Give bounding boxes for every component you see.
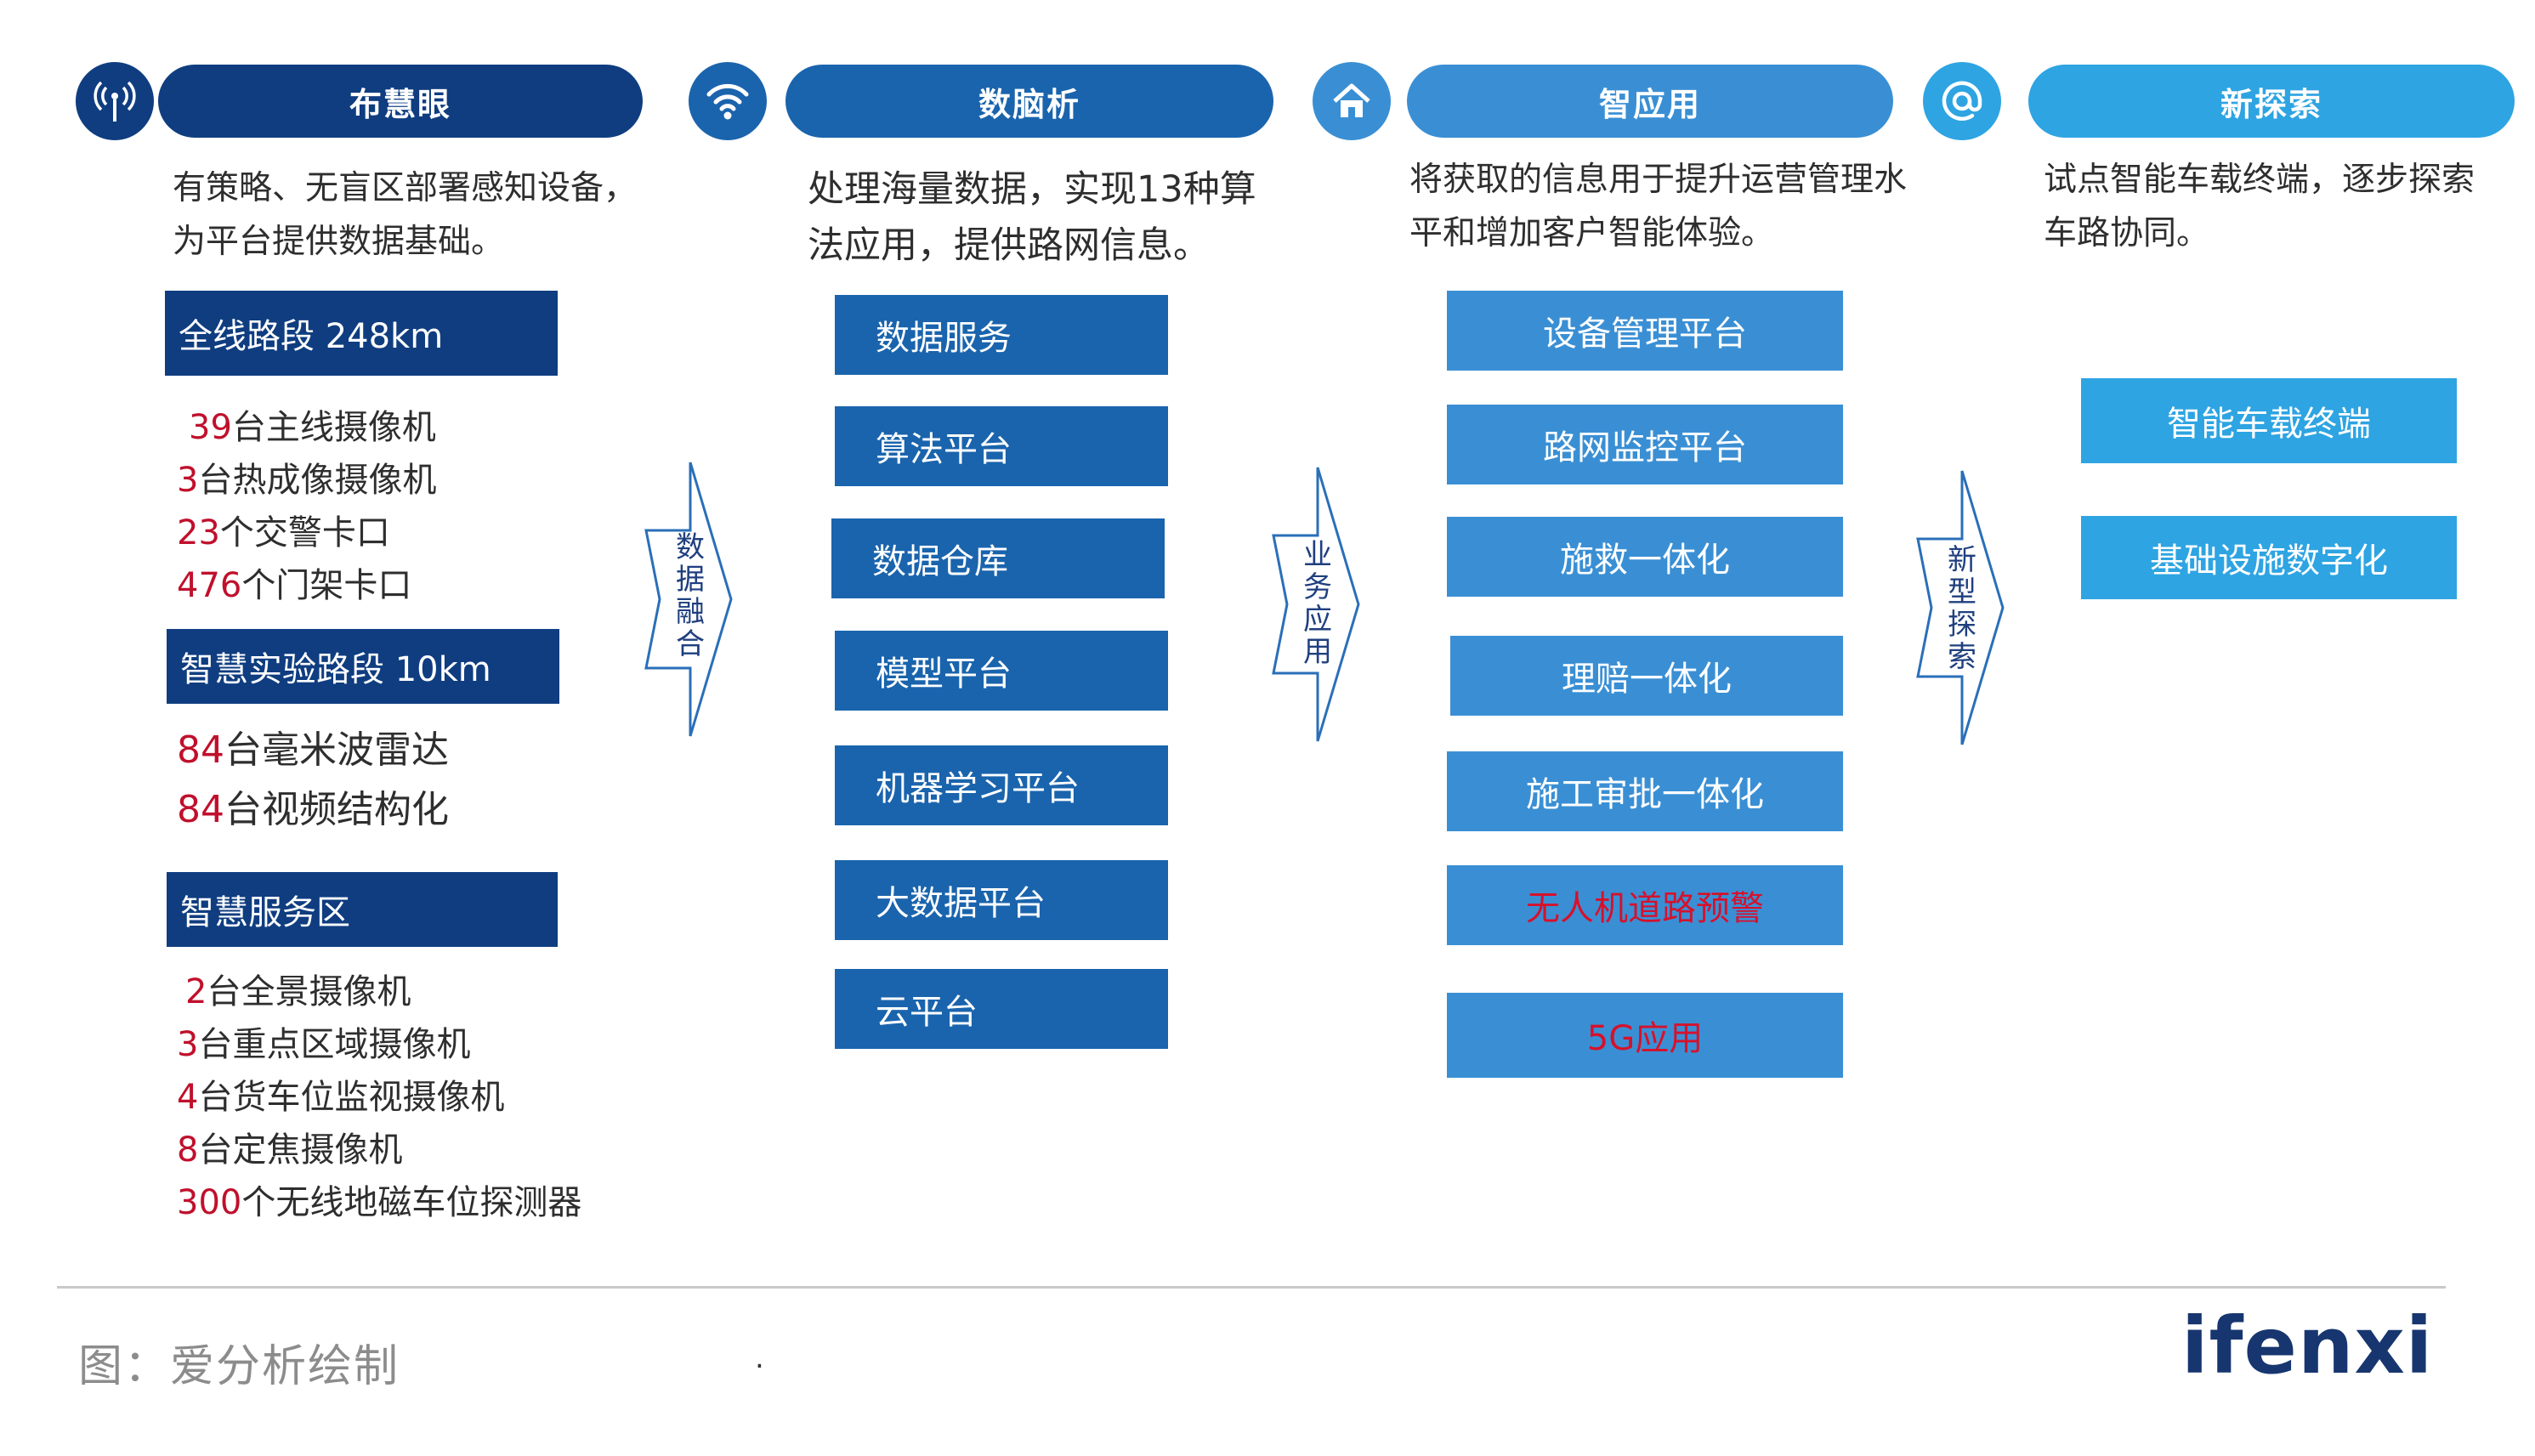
exploration-box: 智能车载终端 [2081,378,2457,463]
application-box: 施救一体化 [1447,517,1843,597]
column-description-2: 处理海量数据，实现13种算 法应用，提供路网信息。 [808,161,1256,274]
description-line: 法应用，提供路网信息。 [808,224,1210,267]
arrow-label-new-exploration: 新型探索 [1945,544,1979,673]
list-item: 84台视频结构化 [177,779,449,833]
application-box-highlight: 5G应用 [1447,993,1843,1078]
list-item: 2台全景摄像机 [185,964,411,1013]
description-line: 车路协同。 [2044,214,2210,252]
footer-divider [57,1286,2446,1289]
item-count: 8 [177,1130,199,1170]
item-count: 300 [177,1183,242,1222]
item-count: 84 [177,788,224,831]
list-item: 3台重点区域摄像机 [177,1017,470,1066]
item-label: 台定焦摄像机 [198,1130,403,1170]
item-count: 84 [177,728,224,772]
source-note: 图：爱分析绘制 [78,1341,400,1392]
item-count: 4 [177,1078,199,1117]
section-header-service-area: 智慧服务区 [167,872,558,947]
platform-box: 模型平台 [835,631,1168,711]
platform-box: 数据服务 [835,295,1168,375]
item-count: 23 [177,513,220,552]
item-count: 3 [177,1025,199,1064]
arrow-label-business-application: 业务应用 [1301,539,1335,668]
arrow-new-exploration [1916,470,2005,745]
item-label: 台毫米波雷达 [224,728,449,772]
column-title-2: 数脑析 [785,65,1273,138]
application-box: 路网监控平台 [1447,405,1843,484]
item-label: 个门架卡口 [241,566,412,605]
list-item: 84台毫米波雷达 [177,719,449,773]
item-count: 476 [177,566,242,605]
description-line: 为平台提供数据基础。 [173,223,505,261]
description-line: 试点智能车载终端，逐步探索 [2044,161,2475,199]
item-label: 台主线摄像机 [231,408,436,447]
list-item: 23个交警卡口 [177,505,390,554]
platform-box: 云平台 [835,969,1168,1049]
item-label: 个交警卡口 [219,513,390,552]
description-line: 将获取的信息用于提升运营管理水 [1409,161,1908,199]
ifenxi-logo: ifenxi [2181,1300,2434,1391]
list-item: 4台货车位监视摄像机 [177,1069,504,1119]
application-box: 理赔一体化 [1450,636,1843,716]
column-title-4: 新探索 [2028,65,2515,138]
arrow-label-data-fusion: 数据融合 [673,531,707,660]
column-title-3: 智应用 [1407,65,1893,138]
arrow-label-text: 新型探索 [1948,543,1976,674]
arrow-label-text: 数据融合 [676,530,705,661]
platform-box: 算法平台 [835,406,1168,486]
application-box: 施工审批一体化 [1447,751,1843,831]
item-label: 台视频结构化 [224,788,449,831]
at-sign-icon [1923,62,2001,140]
exploration-box: 基础设施数字化 [2081,516,2457,599]
item-count: 39 [189,408,232,447]
wifi-icon [689,62,767,140]
application-box: 设备管理平台 [1447,291,1843,371]
arrow-data-fusion [644,462,733,737]
section-header-full-road: 全线路段 248km [165,291,558,376]
section-header-test-road: 智慧实验路段 10km [167,629,559,704]
list-item: 300个无线地磁车位探测器 [177,1175,581,1224]
item-label: 台重点区域摄像机 [198,1025,471,1064]
column-description-3: 将获取的信息用于提升运营管理水 平和增加客户智能体验。 [1409,153,1907,260]
item-count: 2 [185,972,207,1011]
description-line: 有策略、无盲区部署感知设备， [173,169,638,207]
home-icon [1313,62,1391,140]
column-title-1: 布慧眼 [158,65,643,138]
platform-box: 机器学习平台 [835,745,1168,825]
stray-dot: . [755,1341,764,1375]
list-item: 8台定焦摄像机 [177,1122,402,1171]
column-description-4: 试点智能车载终端，逐步探索 车路协同。 [2044,153,2475,260]
platform-box: 大数据平台 [835,860,1168,940]
arrow-business-application [1272,467,1360,742]
item-label: 个无线地磁车位探测器 [241,1183,582,1222]
application-box-highlight: 无人机道路预警 [1447,865,1843,945]
platform-box: 数据仓库 [831,518,1165,598]
description-line: 平和增加客户智能体验。 [1409,214,1775,252]
description-line: 处理海量数据，实现13种算 [808,168,1256,211]
antenna-icon [76,62,154,140]
arrow-label-text: 业务应用 [1303,538,1332,669]
column-description-1: 有策略、无盲区部署感知设备， 为平台提供数据基础。 [173,161,637,269]
item-label: 台全景摄像机 [207,972,411,1011]
list-item: 39台主线摄像机 [189,399,436,449]
item-label: 台热成像摄像机 [198,461,437,500]
list-item: 476个门架卡口 [177,558,411,607]
list-item: 3台热成像摄像机 [177,452,436,501]
item-count: 3 [177,461,199,500]
item-label: 台货车位监视摄像机 [198,1078,505,1117]
